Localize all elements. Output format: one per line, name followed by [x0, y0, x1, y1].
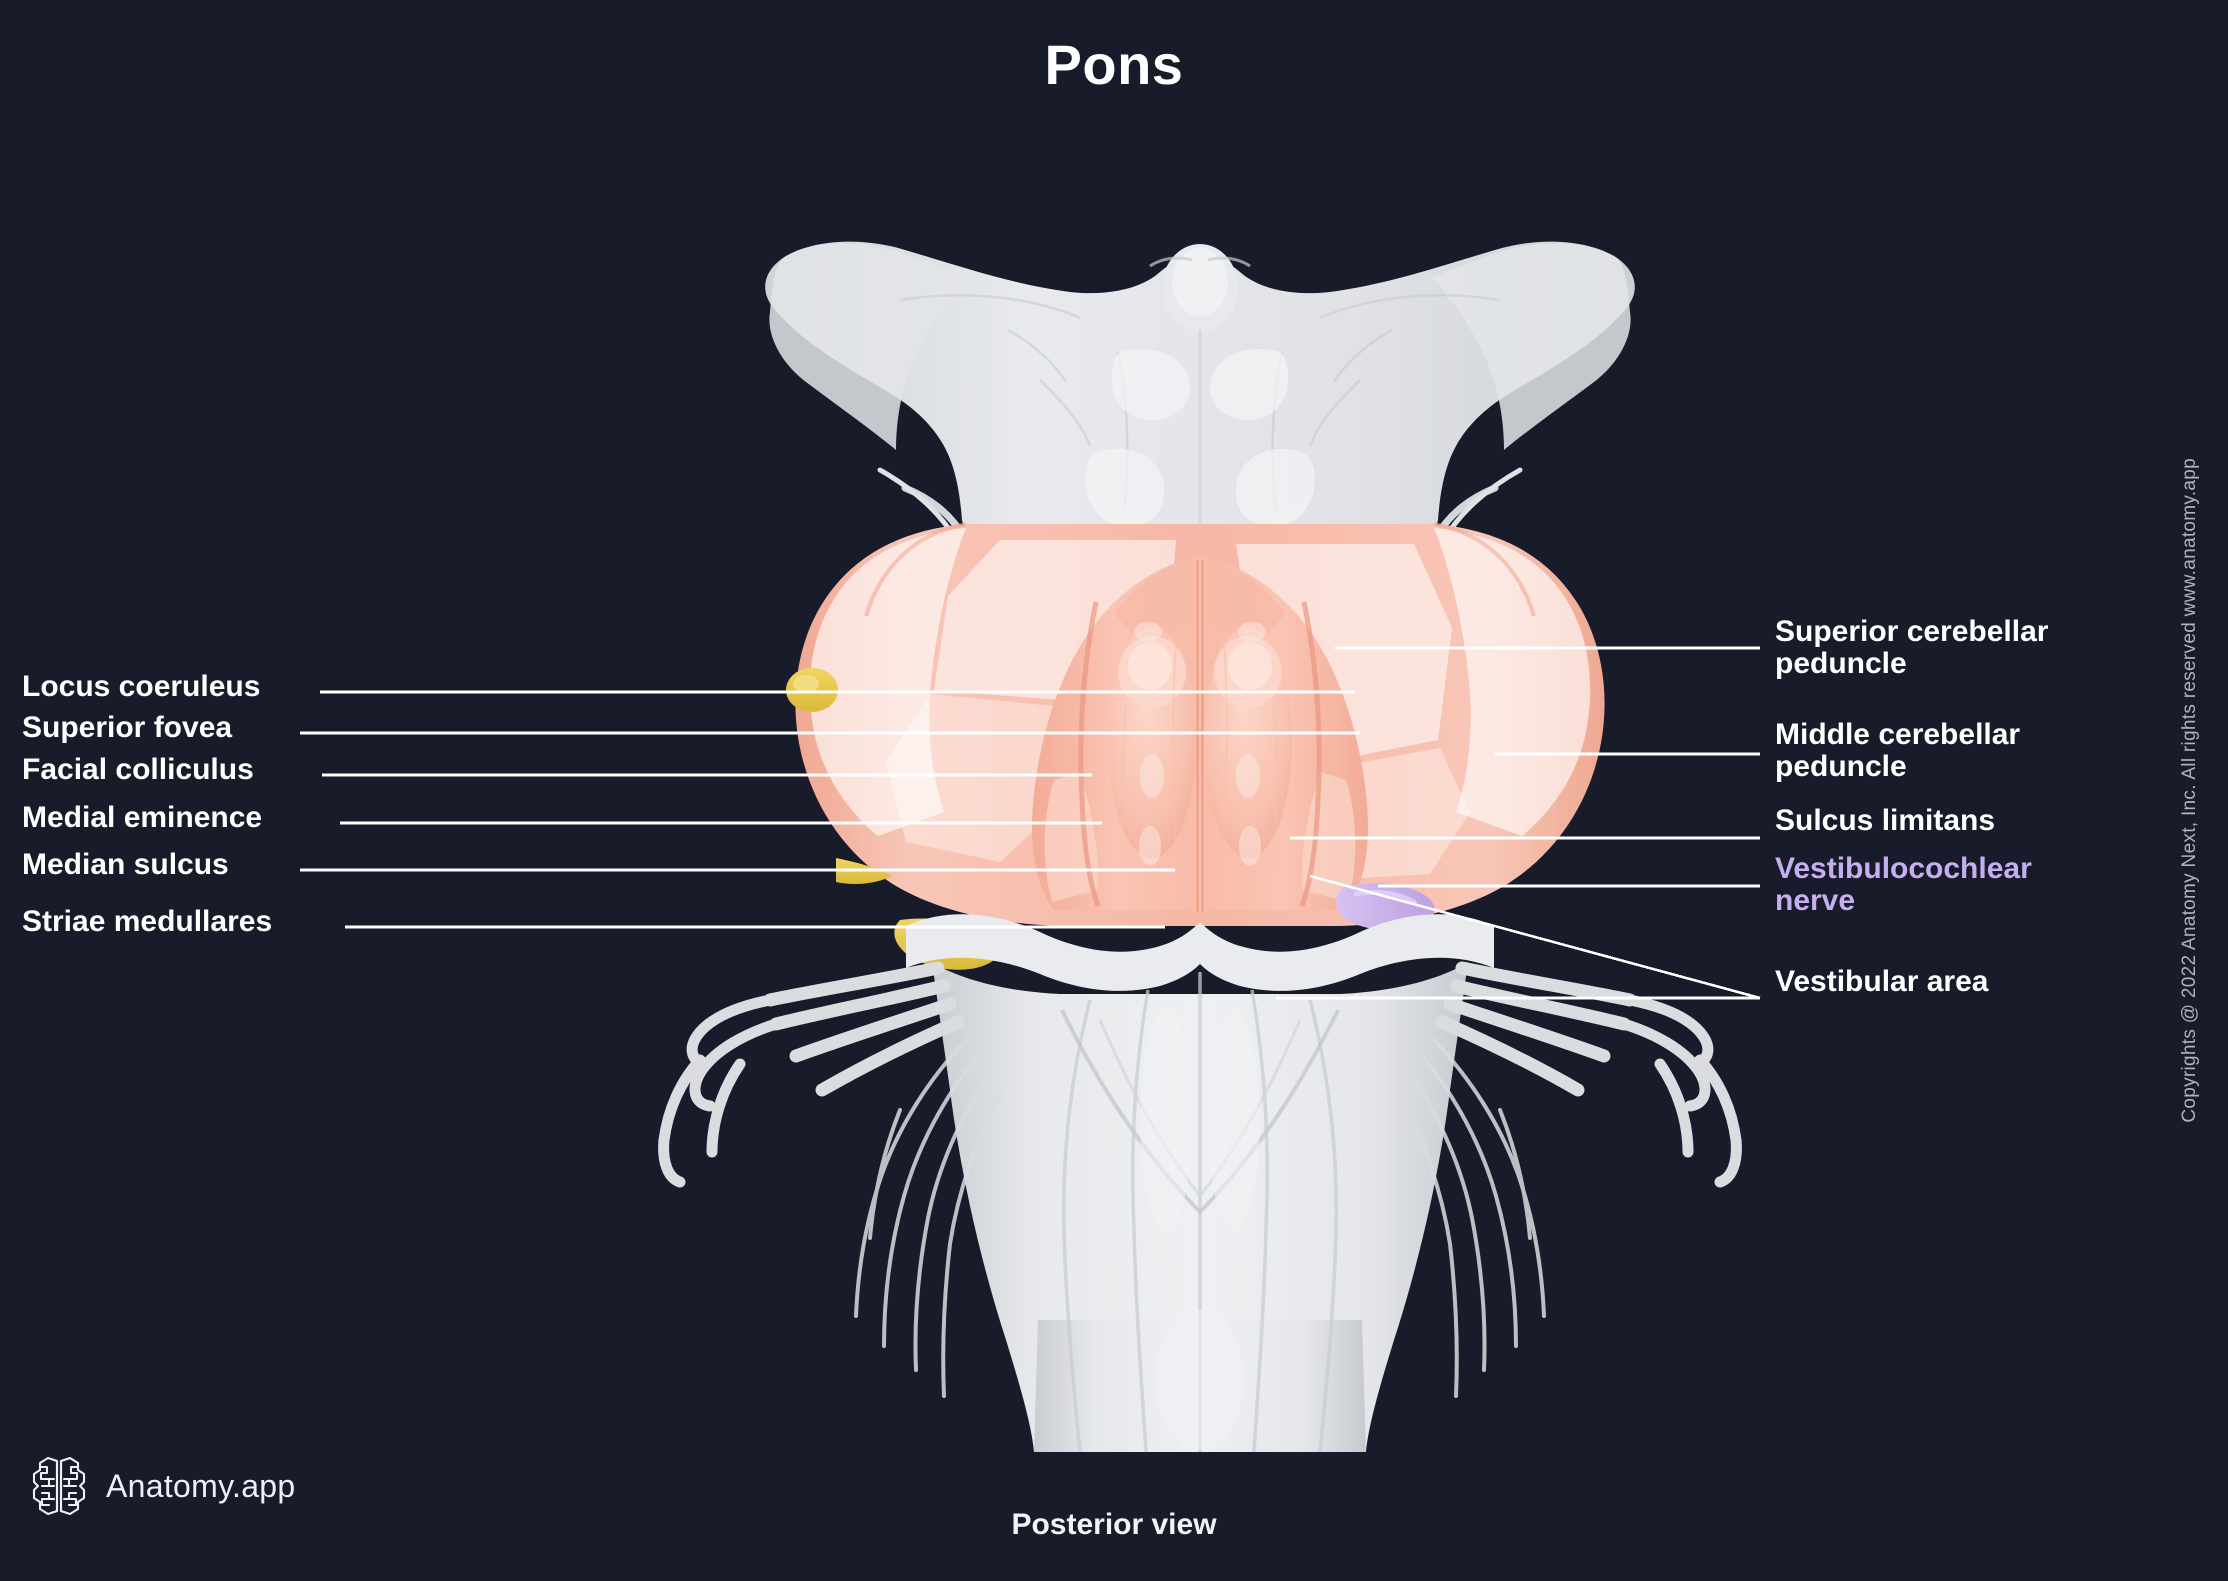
- cerebellar-cut-surface: [765, 241, 1635, 544]
- label-superior-fovea: Superior fovea: [22, 711, 233, 744]
- label-sulcus-limitans: Sulcus limitans: [1775, 804, 1996, 837]
- label-vestibular-area: Vestibular area: [1775, 965, 1989, 998]
- label-locus-coeruleus: Locus coeruleus: [22, 670, 261, 703]
- label-facial-colliculus: Facial colliculus: [22, 753, 254, 786]
- page-title: Pons: [1044, 33, 1184, 96]
- label-medial-eminence: Medial eminence: [22, 801, 263, 834]
- brain-icon: [32, 1456, 86, 1516]
- pons-region: [795, 522, 1605, 926]
- view-caption: Posterior view: [1011, 1508, 1217, 1541]
- medulla-oblongata: [906, 914, 1494, 1453]
- label-middle-cerebellar-peduncle: Middle cerebellar peduncle: [1775, 718, 2021, 784]
- copyright-text: Copyrights @ 2022 Anatomy Next, Inc. All…: [2179, 458, 2200, 1123]
- label-vestibulocochlear-nerve: Vestibulocochlear nerve: [1775, 852, 2032, 918]
- copyright-notice: Copyrights @ 2022 Anatomy Next, Inc. All…: [2170, 0, 2210, 1581]
- brand-logo[interactable]: Anatomy.app: [30, 1455, 296, 1517]
- label-striae-medullares: Striae medullares: [22, 905, 273, 938]
- rhomboid-fossa: [1032, 556, 1368, 912]
- brand-name: Anatomy.app: [106, 1467, 296, 1504]
- locus-coeruleus-marker: [786, 668, 838, 712]
- label-median-sulcus: Median sulcus: [22, 848, 229, 881]
- label-superior-cerebellar-peduncle: Superior cerebellar peduncle: [1775, 615, 2049, 681]
